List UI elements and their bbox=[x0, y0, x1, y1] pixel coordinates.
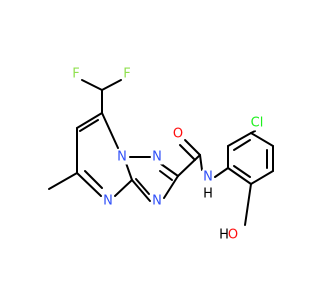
atom-label-backdrop bbox=[151, 149, 163, 165]
atom-label-carbonyl-oxygen: O bbox=[173, 127, 183, 142]
atom-label-nitrogen-triazole-3: N bbox=[152, 194, 162, 209]
atom-label-backdrop bbox=[116, 149, 128, 165]
bond-c5-n4 bbox=[76, 172, 102, 197]
bond-c7-n8a bbox=[101, 112, 119, 149]
bond-c7-c6 bbox=[76, 112, 103, 129]
atom-label-backdrop bbox=[249, 115, 265, 131]
atom-label-backdrop bbox=[218, 227, 230, 243]
bond-ar2-ar3 bbox=[227, 132, 252, 147]
bond-ar5-ar6 bbox=[250, 170, 274, 185]
bond-ar6-ar1-inner bbox=[233, 165, 251, 178]
bond-n3-c3a-inner bbox=[135, 178, 150, 195]
atom-label-nitrogen-pyrimidine: N bbox=[103, 194, 113, 209]
bond-ar3-cl bbox=[250, 130, 256, 134]
atom-label-amide-hydrogen: H bbox=[203, 187, 213, 202]
bond-ar6-ar1 bbox=[227, 167, 252, 185]
atom-label-fluorine-2: F bbox=[123, 67, 130, 82]
bond-n-aryl bbox=[214, 167, 229, 178]
atom-label-chlorine: Cl bbox=[251, 116, 264, 131]
bond-chf2-c-f1 bbox=[81, 79, 103, 91]
atom-label-nitrogen-triazole-1: N bbox=[152, 150, 162, 165]
atom-label-backdrop bbox=[122, 66, 132, 82]
atom-label-backdrop bbox=[226, 227, 240, 243]
bond-n3-c3a bbox=[131, 179, 151, 202]
bond-carbonyl-n bbox=[199, 154, 203, 171]
atom-label-fluorine-1: F bbox=[72, 67, 79, 82]
atom-label-backdrop bbox=[102, 193, 114, 209]
bond-carbonyl-o bbox=[184, 139, 201, 156]
atom-label-amide-nitrogen: N bbox=[203, 170, 213, 185]
atom-label-nitrogen-bridge: N bbox=[117, 150, 127, 165]
atom-label-backdrop bbox=[171, 126, 185, 142]
bond-c2-carbonyl bbox=[177, 154, 201, 177]
bond-n1-c2-inner bbox=[159, 170, 173, 181]
atom-label-backdrop bbox=[202, 169, 214, 185]
atom-label-backdrop bbox=[202, 186, 214, 202]
chemical-structure: F F N N N N O N H Cl H O bbox=[48, 66, 274, 243]
bond-c5-n4-inner bbox=[84, 170, 103, 189]
bond-ar2-ar3-inner bbox=[233, 139, 251, 151]
atom-label-hydroxyl-oxygen: O bbox=[228, 228, 238, 243]
atom-label-backdrop bbox=[151, 193, 163, 209]
bond-n4-c3a bbox=[114, 179, 133, 197]
atom-label-backdrop bbox=[71, 66, 81, 82]
bond-ar3-ar4 bbox=[250, 132, 274, 147]
bond-c3a-n8a bbox=[125, 162, 133, 181]
bond-c7-c6-inner bbox=[79, 119, 99, 132]
bond-c5-methyl bbox=[48, 172, 78, 190]
bond-ar6-oh bbox=[244, 183, 252, 226]
atom-label-group: F F N N N N O N H Cl H O bbox=[71, 66, 265, 243]
bond-group bbox=[48, 79, 274, 226]
bond-chf2-c-f2 bbox=[101, 79, 122, 91]
bond-c2-n3 bbox=[163, 175, 179, 199]
bond-n1-c2 bbox=[160, 163, 179, 177]
atom-label-hydroxyl-hydrogen: H bbox=[219, 228, 229, 243]
bond-carbonyl-o-inner bbox=[179, 144, 196, 161]
